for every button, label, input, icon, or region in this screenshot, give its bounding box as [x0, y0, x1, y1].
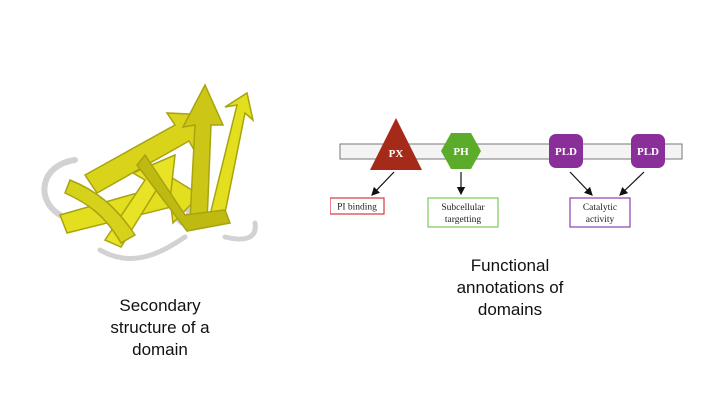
activity-label: activity: [586, 215, 615, 225]
secondary-structure-caption: Secondary structure of a domain: [70, 295, 250, 361]
subcellular-targetting-box: Subcellular targetting: [427, 197, 499, 228]
caption-line: Secondary: [119, 296, 201, 315]
subcellular-label: Subcellular: [441, 203, 485, 213]
pld-domain-2: PLD: [631, 134, 665, 168]
domain-architecture-diagram: PX PH PLD PLD PI binding Subcellular tar…: [330, 118, 683, 228]
caption-line: domains: [477, 300, 543, 319]
px-domain: PX: [370, 118, 422, 170]
pld-domain-label: PLD: [637, 146, 659, 158]
caption-line: Functional: [470, 256, 550, 275]
functional-annotations-caption: Functional annotations of domains: [425, 255, 595, 321]
protein-loop: [97, 234, 188, 261]
caption-line: structure of a: [110, 318, 210, 337]
arrow-px-to-pi-binding: [371, 171, 395, 196]
pld-domain-shape: [631, 134, 665, 168]
protein-ribbon-illustration: [41, 83, 258, 261]
targetting-label: targetting: [445, 215, 481, 225]
protein-loop: [222, 220, 258, 242]
caption-line: annotations of: [456, 278, 564, 297]
caption-line: domain: [132, 340, 188, 359]
catalytic-label: Catalytic: [583, 203, 617, 213]
protein-backbone-bar: [339, 143, 683, 160]
beta-strand: [209, 91, 255, 225]
pi-binding-label: PI binding: [337, 203, 377, 213]
pld-domain-shape: [549, 134, 583, 168]
beta-strand: [136, 153, 232, 232]
beta-strand: [64, 179, 137, 245]
protein-loop: [41, 157, 78, 218]
pi-binding-box: PI binding: [330, 197, 385, 215]
catalytic-activity-box: Catalytic activity: [569, 197, 631, 228]
pld-domain-label: PLD: [555, 146, 577, 158]
ph-domain-label: PH: [453, 146, 469, 158]
px-domain-label: PX: [389, 148, 404, 160]
arrow-pld1-to-catalytic: [569, 171, 593, 196]
ph-domain: PH: [441, 133, 481, 169]
arrow-pld2-to-catalytic: [619, 171, 645, 196]
pld-domain-1: PLD: [549, 134, 583, 168]
beta-strand: [181, 83, 225, 224]
px-domain-triangle: [370, 118, 422, 170]
ph-domain-hexagon: [441, 133, 481, 169]
